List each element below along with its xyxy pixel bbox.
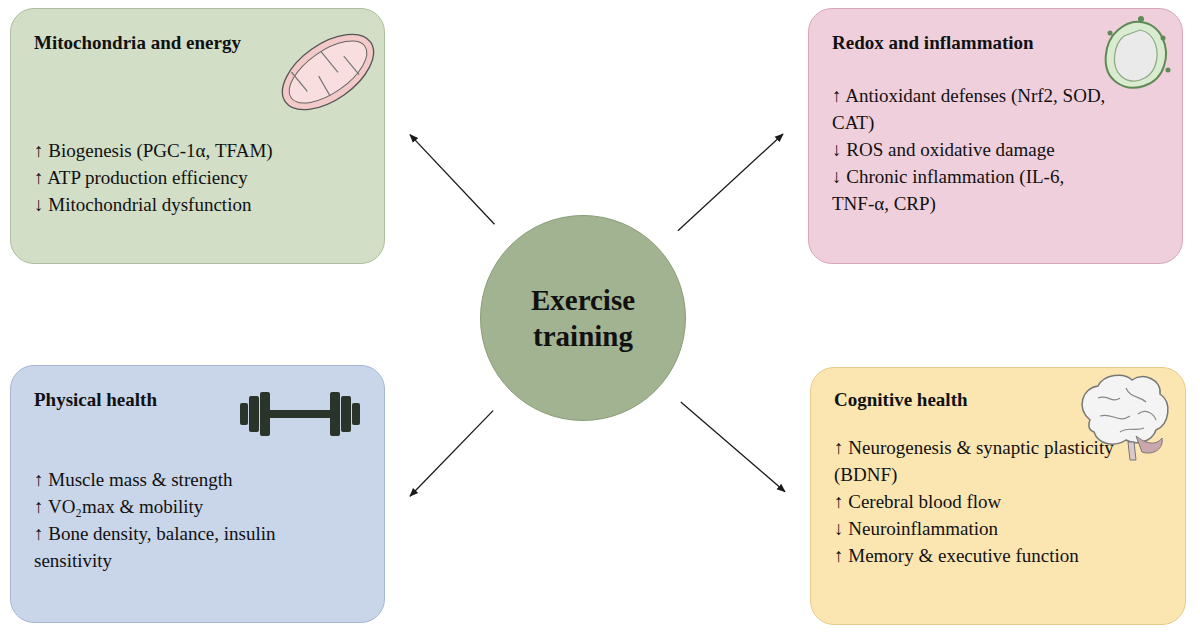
bullet-item: ↓ Chronic inflammation (IL-6, TNF-α, CRP… — [832, 163, 1110, 217]
bullet-item: ↓ ROS and oxidative damage — [832, 136, 1110, 163]
box-heading: Cognitive health — [834, 388, 968, 412]
category-box: Redox and inflammation ↑ Antioxidant defe… — [808, 8, 1183, 264]
center-label: Exercise training — [508, 282, 658, 354]
bullet-item: ↑ Antioxidant defenses (Nrf2, SOD, CAT) — [832, 82, 1110, 136]
bullet-item: ↑ Neurogenesis & synaptic plasticity (BD… — [834, 434, 1139, 488]
arrow-connector — [678, 134, 783, 231]
bullet-list: ↑ Neurogenesis & synaptic plasticity (BD… — [834, 434, 1139, 569]
bullet-item: ↓ Neuroinflammation — [834, 515, 1139, 542]
category-box: Cognitive health ↑ Neurogenesis & synapti… — [810, 367, 1186, 625]
center-circle: Exercise training — [480, 215, 686, 421]
bullet-item: ↓ Mitochondrial dysfunction — [34, 191, 379, 218]
category-box: Physical health↑ Muscle mass & strength↑… — [10, 365, 385, 623]
bullet-list: ↑ Muscle mass & strength↑ VO₂max & mobil… — [34, 466, 334, 574]
bullet-item: ↑ Cerebral blood flow — [834, 488, 1139, 515]
category-box: Mitochondria and energy ↑ Biogenesis (PGC… — [10, 8, 385, 264]
arrow-connector — [410, 135, 495, 225]
arrow-connector — [410, 411, 493, 497]
bullet-item: ↑ Memory & executive function — [834, 542, 1139, 569]
bullet-list: ↑ Antioxidant defenses (Nrf2, SOD, CAT)↓… — [832, 82, 1110, 217]
box-heading: Redox and inflammation — [832, 31, 1034, 55]
bullet-item: ↑ VO₂max & mobility — [34, 493, 334, 520]
box-heading: Mitochondria and energy — [34, 31, 241, 55]
box-heading: Physical health — [34, 388, 157, 412]
bullet-item: ↑ Muscle mass & strength — [34, 466, 334, 493]
bullet-item: ↑ ATP production efficiency — [34, 164, 379, 191]
bullet-item: ↑ Biogenesis (PGC-1α, TFAM) — [34, 137, 379, 164]
arrow-connector — [681, 402, 785, 492]
bullet-list: ↑ Biogenesis (PGC-1α, TFAM)↑ ATP product… — [34, 137, 379, 218]
bullet-item: ↑ Bone density, balance, insulin sensiti… — [34, 520, 334, 574]
